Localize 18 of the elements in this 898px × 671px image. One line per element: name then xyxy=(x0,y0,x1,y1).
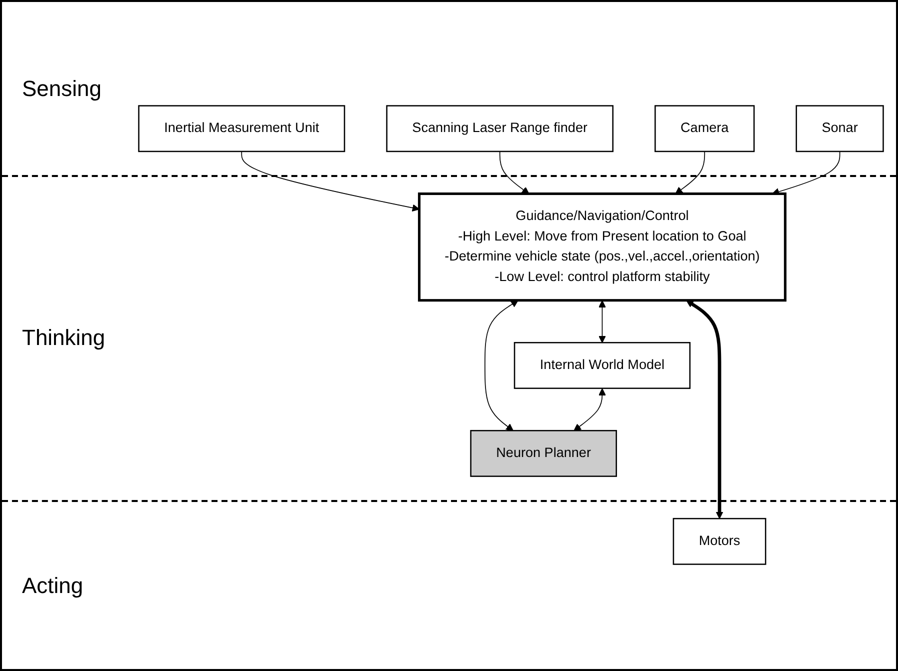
node-box: Scanning Laser Range finder xyxy=(386,106,614,153)
node-box: Camera xyxy=(654,106,755,153)
arrow xyxy=(675,152,706,195)
arrow xyxy=(484,300,518,432)
arrow xyxy=(241,152,420,212)
band-label: Thinking xyxy=(22,324,106,350)
arrow xyxy=(499,152,530,195)
band-label: Sensing xyxy=(22,76,102,102)
arrow xyxy=(574,388,606,432)
node-box: Sonar xyxy=(796,106,884,153)
node-box: Guidance/Navigation/Control -High Level: Move from Present location to Goal -Determine vehicle state (pos.,vel.,accel.,orientation) -Low Level: control platform stability xyxy=(418,192,786,302)
node-box: Inertial Measurement Unit xyxy=(138,106,346,153)
node-box: Motors xyxy=(672,518,766,566)
node-box: Neuron Planner xyxy=(470,430,617,478)
arrow xyxy=(686,300,724,520)
band-label: Acting xyxy=(22,573,84,600)
node-box: Internal World Model xyxy=(514,342,691,390)
arrow xyxy=(598,300,606,344)
